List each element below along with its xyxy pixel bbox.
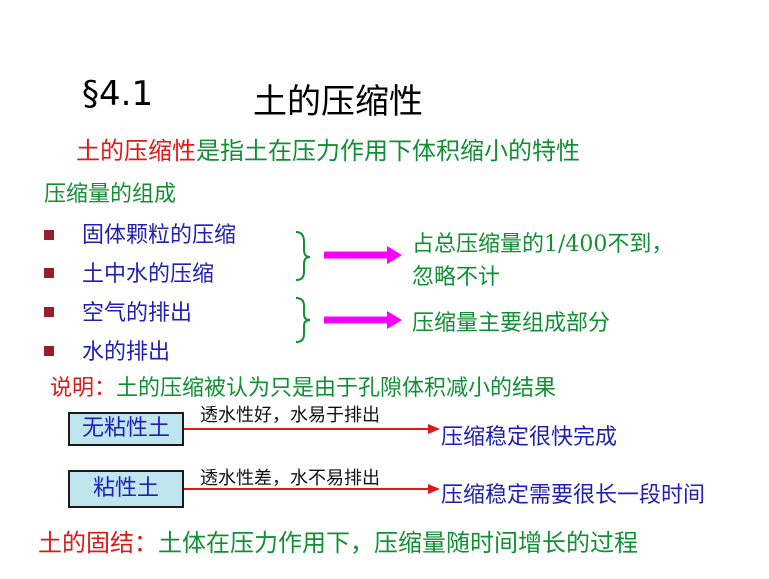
explanation: 说明：土的压缩被认为只是由于孔隙体积减小的结果 <box>50 370 556 402</box>
list-item-air-expulsion: 空气的排出 <box>82 301 193 326</box>
section-number: §4.1 <box>82 74 154 114</box>
note-negligible-line2: 忽略不计 <box>412 265 501 290</box>
definition-term: 土的压缩性 <box>76 137 196 165</box>
arrow-right-icon <box>324 246 402 264</box>
soil-condition-cohesive: 透水性差，水不易排出 <box>200 468 380 489</box>
bullet-marker <box>44 346 54 356</box>
section-title: 土的压缩性 <box>253 82 423 122</box>
bullet-marker <box>44 230 54 240</box>
explanation-label: 说明： <box>50 376 117 401</box>
list-item-solid-compression: 固体颗粒的压缩 <box>82 223 237 248</box>
soil-box-cohesive: 粘性土 <box>68 470 184 508</box>
consolidation-term: 土的固结： <box>38 529 158 557</box>
explanation-text: 土的压缩被认为只是由于孔隙体积减小的结果 <box>116 376 557 401</box>
list-item-water-compression: 土中水的压缩 <box>82 262 215 287</box>
bullet-marker <box>44 268 54 278</box>
bullet-marker <box>44 307 54 317</box>
definition: 土的压缩性是指土在压力作用下体积缩小的特性 <box>76 131 580 166</box>
consolidation: 土的固结：土体在压力作用下，压缩量随时间增长的过程 <box>38 523 638 558</box>
definition-text: 是指土在压力作用下体积缩小的特性 <box>196 137 580 165</box>
soil-box-noncohesive: 无粘性土 <box>68 412 184 446</box>
arrow-right-icon <box>324 311 402 329</box>
brace-right-icon <box>295 297 311 343</box>
note-main-component: 压缩量主要组成部分 <box>412 311 611 336</box>
soil-result-noncohesive: 压缩稳定很快完成 <box>441 425 618 450</box>
note-negligible-line1: 占总压缩量的1/400不到， <box>412 232 674 257</box>
arrow-right-icon <box>184 484 440 494</box>
arrow-right-icon <box>184 424 440 434</box>
list-item-water-expulsion: 水的排出 <box>82 340 171 365</box>
composition-heading: 压缩量的组成 <box>44 182 177 207</box>
soil-condition-noncohesive: 透水性好，水易于排出 <box>200 405 380 426</box>
consolidation-text: 土体在压力作用下，压缩量随时间增长的过程 <box>158 529 638 557</box>
soil-result-cohesive: 压缩稳定需要很长一段时间 <box>441 483 706 508</box>
brace-right-icon <box>295 231 311 281</box>
